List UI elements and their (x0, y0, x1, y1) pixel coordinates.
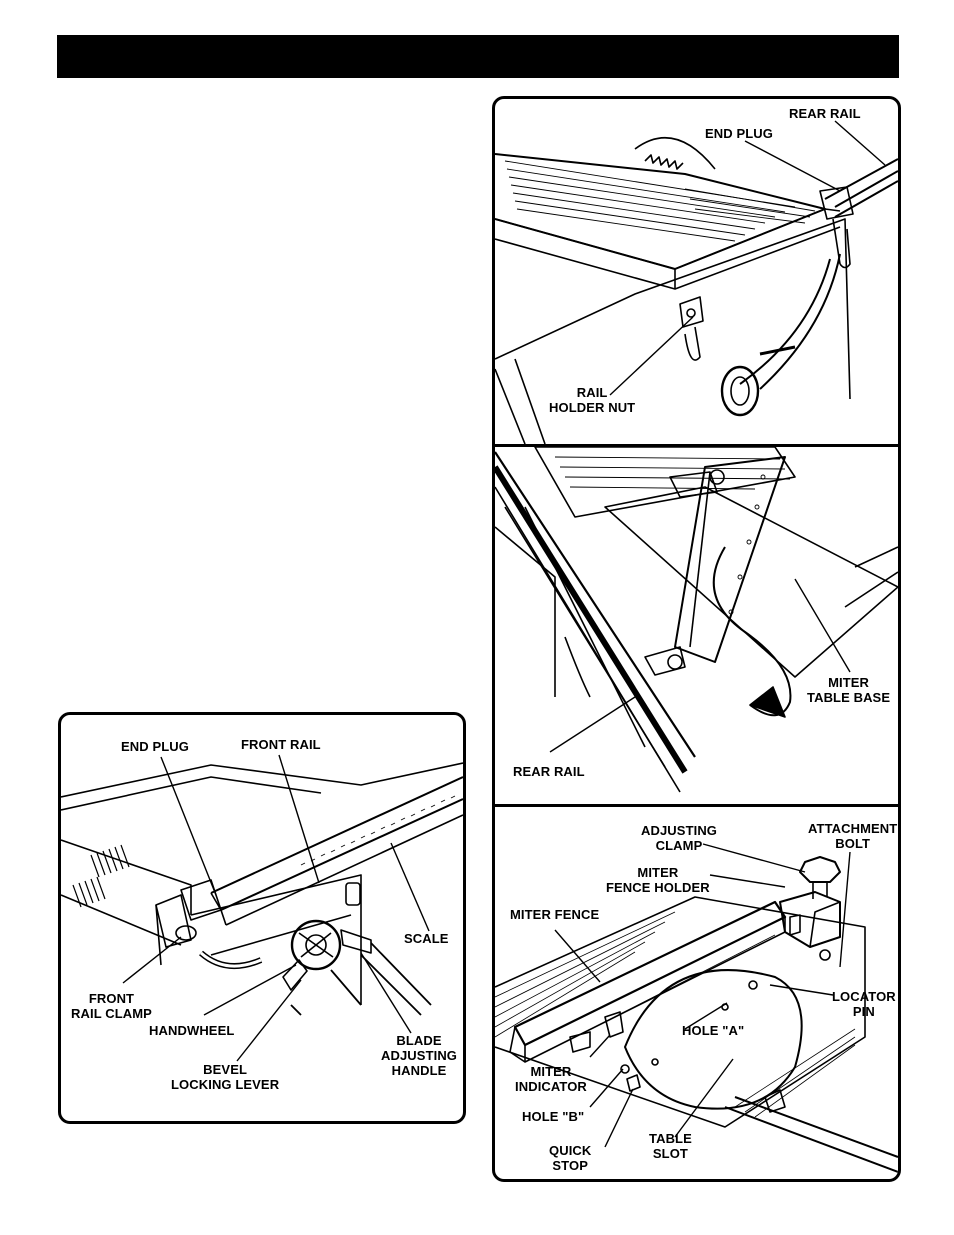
label-rear-rail-top: REAR RAIL (789, 106, 861, 121)
label-end-plug-front: END PLUG (121, 739, 189, 754)
label-end-plug-rear: END PLUG (705, 126, 773, 141)
label-blade-adjusting-handle: BLADE ADJUSTING HANDLE (381, 1033, 458, 1078)
front-rail-illustration (61, 754, 463, 1062)
label-attachment-bolt: ATTACHMENT BOLT (808, 821, 898, 851)
rear-rail-figure: REAR RAIL END PLUG RAIL HOLDER NUT (492, 96, 901, 1182)
label-adjusting-clamp: ADJUSTING CLAMP (641, 823, 718, 853)
miter-table-base-illustration (495, 447, 898, 793)
label-bevel-locking-lever: BEVEL LOCKING LEVER (171, 1062, 280, 1092)
label-miter-fence-holder: MITER FENCE HOLDER (606, 865, 710, 895)
header-bar (57, 35, 899, 78)
label-handwheel: HANDWHEEL (149, 1023, 235, 1038)
label-quick-stop: QUICK STOP (549, 1143, 592, 1173)
rear-rail-end-plug-illustration (495, 120, 898, 444)
front-rail-figure: END PLUG FRONT RAIL SCALE FRONT RAIL CLA… (58, 712, 466, 1124)
label-rail-holder-nut: RAIL HOLDER NUT (549, 385, 636, 415)
divider-top (495, 444, 898, 447)
label-miter-fence: MITER FENCE (510, 907, 600, 922)
divider-bottom (495, 804, 898, 807)
label-hole-a: HOLE "A" (682, 1023, 745, 1038)
label-miter-table-base: MITER TABLE BASE (807, 675, 891, 705)
label-miter-indicator: MITER INDICATOR (515, 1064, 587, 1094)
label-hole-b: HOLE "B" (522, 1109, 585, 1124)
label-front-rail: FRONT RAIL (241, 737, 321, 752)
label-front-rail-clamp: FRONT RAIL CLAMP (71, 991, 152, 1021)
miter-fence-illustration (495, 843, 898, 1173)
label-table-slot: TABLE SLOT (649, 1131, 692, 1161)
label-rear-rail-middle: REAR RAIL (513, 764, 585, 779)
label-locator-pin: LOCATOR PIN (832, 989, 896, 1019)
label-scale: SCALE (404, 931, 449, 946)
